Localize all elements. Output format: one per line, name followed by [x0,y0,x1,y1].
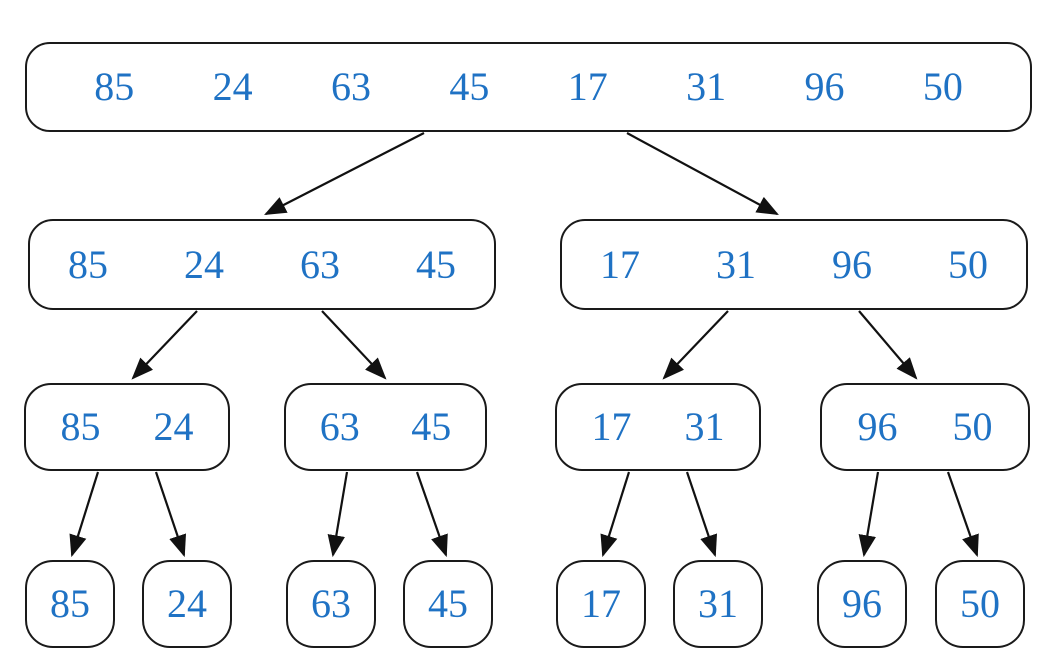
array-value: 24 [153,404,194,449]
array-value: 85 [50,581,90,626]
array-value: 96 [832,241,872,287]
array-value: 50 [952,404,993,449]
array-value: 50 [948,241,988,287]
array-node-single: 85 [25,560,115,648]
arrow [626,132,779,216]
arrow [264,132,425,216]
arrow [69,471,100,558]
array-value: 96 [857,404,898,449]
array-value: 63 [300,241,340,287]
array-value: 63 [330,64,371,109]
arrow [131,310,198,380]
array-node-single: 17 [556,560,646,648]
array-value: 45 [416,241,456,287]
array-node-left-half: 85 24 63 45 [28,219,496,310]
array-value: 24 [212,64,253,109]
array-node-single: 63 [286,560,376,648]
array-node-single: 50 [935,560,1025,648]
array-value: 31 [716,241,756,287]
arrow [946,471,979,558]
array-value: 31 [698,581,738,626]
arrow [858,471,880,558]
array-node-right-half: 17 31 96 50 [560,219,1028,310]
array-value: 17 [567,64,608,109]
array-value: 63 [311,581,351,626]
array-value: 85 [60,404,101,449]
array-value: 45 [411,404,452,449]
array-value: 31 [686,64,727,109]
array-node-quarter: 17 31 [555,383,761,471]
array-value: 85 [94,64,135,109]
array-value: 17 [581,581,621,626]
array-node-single: 45 [403,560,493,648]
array-node-single: 31 [673,560,763,648]
array-node-quarter: 96 50 [820,383,1030,471]
array-value: 17 [591,404,632,449]
array-value: 85 [68,241,108,287]
arrow [327,471,349,558]
array-value: 63 [319,404,360,449]
array-value: 45 [428,581,468,626]
array-node-single: 24 [142,560,232,648]
array-value: 24 [167,581,207,626]
arrow [662,310,729,380]
arrow [600,471,631,558]
array-node-single: 96 [817,560,907,648]
array-value: 17 [600,241,640,287]
arrow [154,471,187,558]
array-value: 96 [804,64,845,109]
array-value: 50 [922,64,963,109]
array-value: 45 [449,64,490,109]
array-value: 50 [960,581,1000,626]
array-node-quarter: 63 45 [284,383,487,471]
arrow [685,471,718,558]
array-node-full: 85 24 63 45 17 31 96 50 [25,42,1032,132]
array-node-quarter: 85 24 [24,383,230,471]
array-value: 24 [184,241,224,287]
arrow [415,471,448,558]
array-value: 31 [684,404,725,449]
array-value: 96 [842,581,882,626]
arrow [858,310,918,380]
arrow [321,310,387,380]
